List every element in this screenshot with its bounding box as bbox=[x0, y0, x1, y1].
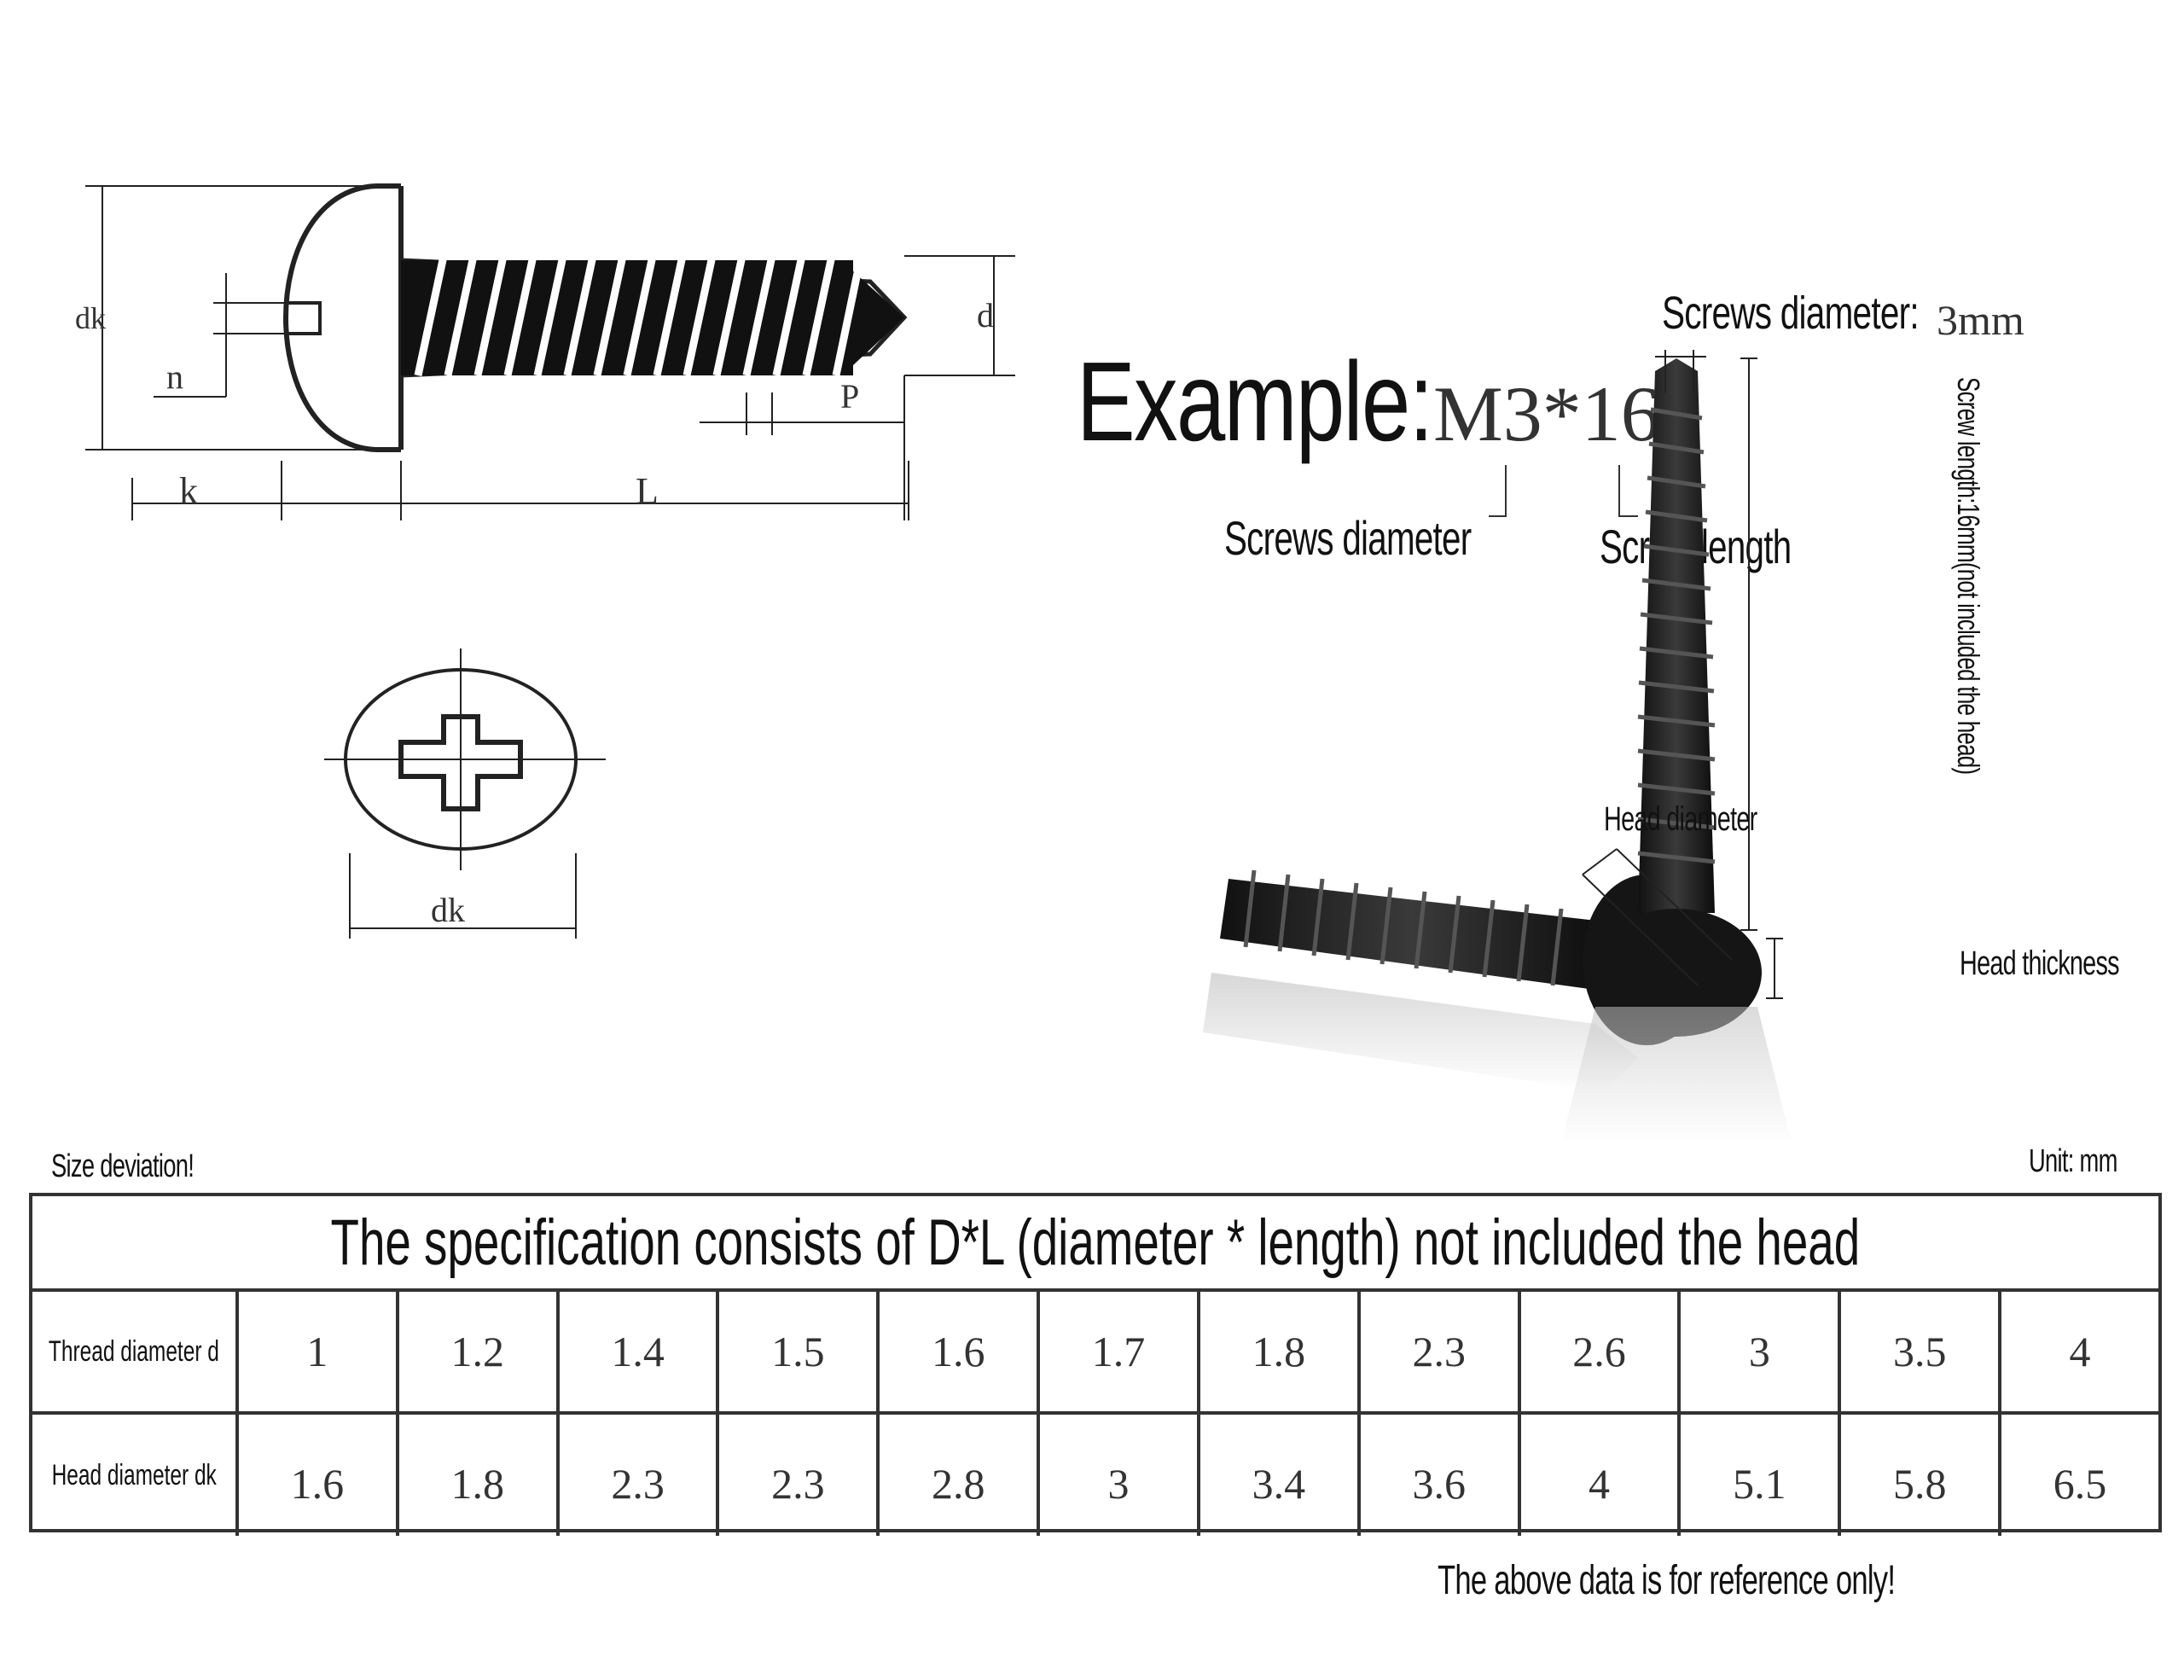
technical-drawing: dk n d P k L dk bbox=[75, 183, 1015, 939]
table-cell: 1.8 bbox=[1200, 1292, 1361, 1411]
label-n: n bbox=[166, 358, 183, 396]
table-cell: 2.3 bbox=[1361, 1292, 1521, 1411]
table-cell: 1.6 bbox=[239, 1415, 399, 1536]
row-header-text: Head diameter dk bbox=[51, 1458, 217, 1491]
reference-footnote: The above data is for reference only! bbox=[1438, 1558, 1896, 1603]
head-thickness-label: Head thickness bbox=[1960, 945, 2120, 982]
spec-table: The specification consists of D*L (diame… bbox=[29, 1193, 2162, 1536]
table-cell: 3 bbox=[1681, 1292, 1842, 1411]
table-cell: 3.5 bbox=[1841, 1292, 2002, 1411]
example-value: M3*16 bbox=[1433, 370, 1660, 457]
table-cell: 1.2 bbox=[399, 1292, 560, 1411]
example-label: Example: bbox=[1077, 339, 1433, 464]
label-dk-side: dk bbox=[75, 301, 106, 335]
row-header: Head diameter dk bbox=[32, 1415, 239, 1536]
head-diameter-label: Head diameter bbox=[1604, 800, 1757, 838]
table-cell: 3.4 bbox=[1200, 1415, 1361, 1536]
table-cell: 2.8 bbox=[880, 1415, 1041, 1536]
label-d: d bbox=[977, 296, 994, 334]
size-deviation-note: Size deviation! bbox=[51, 1148, 195, 1184]
table-cell: 5.1 bbox=[1681, 1415, 1842, 1536]
screw-length-vertical-label: Screw length:16mm(not included the head) bbox=[1951, 377, 1986, 775]
table-cell: 1.5 bbox=[719, 1292, 880, 1411]
table-cell: 6.5 bbox=[2053, 1460, 2107, 1508]
vertical-screw bbox=[1561, 358, 1792, 1143]
label-L: L bbox=[636, 470, 659, 512]
row-header: Thread diameter d bbox=[32, 1292, 239, 1411]
table-cell: 5.8 bbox=[1841, 1415, 2002, 1536]
unit-note: Unit: mm bbox=[2029, 1143, 2117, 1179]
table-cell: 2.6 bbox=[1521, 1292, 1682, 1411]
table-cell: 4 bbox=[1521, 1415, 1682, 1536]
table-cell: 2.3 bbox=[719, 1415, 880, 1536]
spec-table-title: The specification consists of D*L (diame… bbox=[32, 1196, 2158, 1292]
top-diameter-label: Screws diameter: bbox=[1662, 288, 1920, 339]
table-cell: 1.6 bbox=[880, 1292, 1041, 1411]
table-cell: 3 bbox=[1040, 1415, 1200, 1536]
table-cell: 4 bbox=[2069, 1328, 2091, 1375]
label-dk-top: dk bbox=[431, 891, 465, 929]
table-cell: 1 bbox=[239, 1292, 399, 1411]
screws-photo bbox=[1203, 350, 1792, 1143]
table-cell: 1.8 bbox=[399, 1415, 560, 1536]
table-cell: 2.3 bbox=[560, 1415, 720, 1536]
table-row: Head diameter dk 1.6 1.8 2.3 2.3 2.8 3 3… bbox=[32, 1415, 2158, 1536]
label-k: k bbox=[179, 470, 198, 512]
screws-diameter-label: Screws diameter bbox=[1224, 511, 1472, 565]
table-row: Thread diameter d 1 1.2 1.4 1.5 1.6 1.7 … bbox=[32, 1292, 2158, 1415]
top-diameter-value: 3mm bbox=[1937, 296, 2024, 344]
row-header-text: Thread diameter d bbox=[48, 1334, 220, 1368]
label-p: P bbox=[840, 377, 859, 416]
table-cell: 1.4 bbox=[560, 1292, 720, 1411]
table-cell: 3.6 bbox=[1361, 1415, 1521, 1536]
table-cell: 1.7 bbox=[1040, 1292, 1200, 1411]
spec-table-title-text: The specification consists of D*L (diame… bbox=[330, 1206, 1861, 1279]
